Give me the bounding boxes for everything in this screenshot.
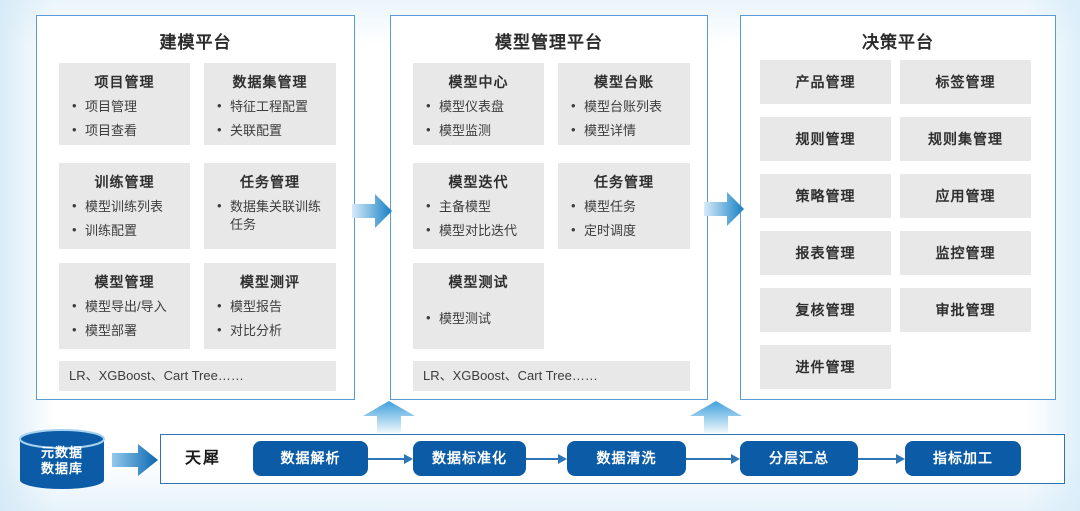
feature-item: 模型监测 — [425, 121, 540, 140]
tile-strategy-management: 策略管理 — [760, 174, 891, 218]
card-title: 模型迭代 — [448, 174, 509, 190]
card-title: 模型测试 — [448, 274, 509, 290]
feature-item: 模型任务 — [570, 197, 686, 216]
card-items: 项目管理 项目查看 — [59, 97, 190, 140]
panel-modeling-platform: 建模平台 项目管理 项目管理 项目查看 数据集管理 特征工程配置 关联配置 训练… — [36, 15, 355, 400]
card-title: 任务管理 — [594, 174, 654, 190]
tianxi-engine-label: 天犀 — [185, 450, 222, 467]
panel-title: 建模平台 — [159, 33, 232, 52]
tile-product-management: 产品管理 — [760, 60, 891, 104]
feature-item: 模型对比迭代 — [425, 221, 540, 240]
algorithms-note: LR、XGBoost、Cart Tree…… — [413, 361, 690, 391]
panel-model-management-platform: 模型管理平台 模型中心 模型仪表盘 模型监测 模型台账 模型台账列表 模型详情 … — [390, 15, 708, 400]
arrow-management-to-decision-icon — [704, 192, 744, 226]
feature-item: 特征工程配置 — [216, 97, 332, 116]
feature-item: 模型部署 — [71, 321, 186, 340]
database-label-line2: 数据库 — [40, 461, 83, 476]
card-title: 训练管理 — [94, 174, 155, 190]
metadata-database-cylinder: 元数据 数据库 — [18, 428, 106, 492]
feature-item: 关联配置 — [216, 121, 332, 140]
card-title: 模型测评 — [240, 274, 300, 290]
tile-monitor-management: 监控管理 — [900, 231, 1031, 275]
feature-item: 项目查看 — [71, 121, 186, 140]
card-project-management: 项目管理 项目管理 项目查看 — [59, 63, 190, 145]
panel-title: 模型管理平台 — [495, 33, 603, 52]
card-items: 模型台账列表 模型详情 — [558, 97, 690, 140]
card-title: 模型管理 — [94, 274, 155, 290]
tile-rule-management: 规则管理 — [760, 117, 891, 161]
card-title: 模型中心 — [448, 74, 509, 90]
card-items: 模型测试 — [413, 309, 544, 328]
card-task-management: 任务管理 数据集关联训练任务 — [204, 163, 336, 249]
arrow-up-to-platforms-left-icon — [363, 401, 415, 433]
database-label-line1: 元数据 — [40, 445, 83, 460]
feature-item: 模型台账列表 — [570, 97, 686, 116]
feature-item: 模型训练列表 — [71, 197, 186, 216]
feature-item: 项目管理 — [71, 97, 186, 116]
card-task-management: 任务管理 模型任务 定时调度 — [558, 163, 690, 249]
card-items: 模型报告 对比分析 — [204, 297, 336, 340]
algorithms-note: LR、XGBoost、Cart Tree…… — [59, 361, 336, 391]
card-model-management: 模型管理 模型导出/导入 模型部署 — [59, 263, 190, 349]
card-model-ledger: 模型台账 模型台账列表 模型详情 — [558, 63, 690, 145]
card-items: 特征工程配置 关联配置 — [204, 97, 336, 140]
card-items: 模型导出/导入 模型部署 — [59, 297, 190, 340]
tile-review-management: 复核管理 — [760, 288, 891, 332]
feature-item: 训练配置 — [71, 221, 186, 240]
tile-ruleset-management: 规则集管理 — [900, 117, 1031, 161]
feature-item: 主备模型 — [425, 197, 540, 216]
pipeline-step-data-standardization: 数据标准化 — [413, 441, 526, 476]
feature-item: 模型导出/导入 — [71, 297, 186, 316]
card-dataset-management: 数据集管理 特征工程配置 关联配置 — [204, 63, 336, 145]
feature-item: 模型报告 — [216, 297, 332, 316]
arrow-up-to-platforms-right-icon — [690, 401, 742, 433]
card-title: 任务管理 — [240, 174, 300, 190]
database-icon — [19, 429, 105, 489]
feature-item: 模型详情 — [570, 121, 686, 140]
arrow-db-to-pipeline-icon — [112, 444, 158, 476]
tile-application-management: 应用管理 — [900, 174, 1031, 218]
arrow-modeling-to-management-icon — [352, 194, 392, 228]
pipeline-connector-arrow — [858, 454, 905, 464]
tile-intake-management: 进件管理 — [760, 345, 891, 389]
pipeline-step-layered-aggregation: 分层汇总 — [740, 441, 858, 476]
card-model-test: 模型测试 模型测试 — [413, 263, 544, 349]
database-label: 元数据 数据库 — [18, 445, 106, 477]
card-title: 项目管理 — [94, 74, 155, 90]
tile-report-management: 报表管理 — [760, 231, 891, 275]
card-items: 模型任务 定时调度 — [558, 197, 690, 240]
tile-label-management: 标签管理 — [900, 60, 1031, 104]
card-items: 数据集关联训练任务 — [204, 197, 336, 233]
card-training-management: 训练管理 模型训练列表 训练配置 — [59, 163, 190, 249]
panel-decision-platform: 决策平台 产品管理 标签管理 规则管理 规则集管理 策略管理 应用管理 报表管理… — [740, 15, 1056, 400]
pipeline-connector-arrow — [686, 454, 740, 464]
feature-item: 数据集关联训练任务 — [216, 197, 332, 233]
card-model-evaluation: 模型测评 模型报告 对比分析 — [204, 263, 336, 349]
tile-approval-management: 审批管理 — [900, 288, 1031, 332]
pipeline-connector-arrow — [368, 454, 413, 464]
panel-title: 决策平台 — [862, 33, 934, 52]
card-items: 模型仪表盘 模型监测 — [413, 97, 544, 140]
feature-item: 模型测试 — [425, 309, 540, 328]
card-model-iteration: 模型迭代 主备模型 模型对比迭代 — [413, 163, 544, 249]
pipeline-step-metric-processing: 指标加工 — [905, 441, 1021, 476]
card-items: 主备模型 模型对比迭代 — [413, 197, 544, 240]
data-pipeline-bar: 天犀 数据解析 数据标准化 数据清洗 分层汇总 指标加工 — [160, 434, 1065, 484]
card-title: 数据集管理 — [232, 74, 308, 90]
feature-item: 对比分析 — [216, 321, 332, 340]
pipeline-step-data-parsing: 数据解析 — [253, 441, 368, 476]
pipeline-step-data-cleaning: 数据清洗 — [567, 441, 686, 476]
feature-item: 定时调度 — [570, 221, 686, 240]
pipeline-connector-arrow — [526, 454, 567, 464]
feature-item: 模型仪表盘 — [425, 97, 540, 116]
card-title: 模型台账 — [594, 74, 654, 90]
card-model-center: 模型中心 模型仪表盘 模型监测 — [413, 63, 544, 145]
card-items: 模型训练列表 训练配置 — [59, 197, 190, 240]
